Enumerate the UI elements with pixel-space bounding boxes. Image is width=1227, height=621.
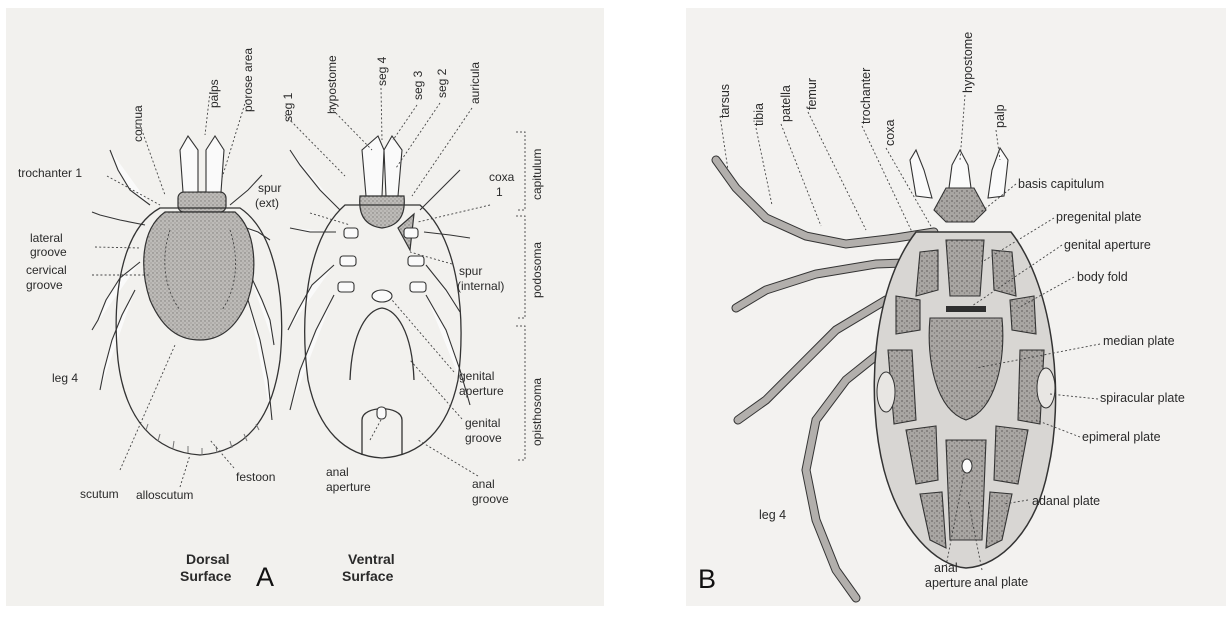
ventral-genital-aperture xyxy=(372,290,392,302)
label-scutum: scutum xyxy=(80,487,119,501)
label-genital-groove-1: genital xyxy=(465,416,500,430)
label-tarsus: tarsus xyxy=(718,84,732,118)
label-coxa-1-a: coxa xyxy=(489,170,515,184)
panel-b-letter: B xyxy=(698,564,716,595)
label-cervical-groove-1: cervical xyxy=(26,263,67,277)
body-region-brackets xyxy=(516,132,525,460)
label-lateral-groove-2: groove xyxy=(30,245,67,259)
ventral-tick-drawing xyxy=(288,136,470,458)
label-anal-groove-1: anal xyxy=(472,477,495,491)
label-spur-internal-2: (internal) xyxy=(457,279,504,293)
ventral-coxae xyxy=(338,228,426,292)
label-spur-ext-2: (ext) xyxy=(255,196,279,210)
label-spiracular-plate: spiracular plate xyxy=(1100,391,1185,405)
caption-dorsal-1: Dorsal xyxy=(186,551,230,567)
label-anal-aperture-b2: aperture xyxy=(925,576,972,590)
ventral-leg-1-left xyxy=(290,150,340,210)
dorsal-leg-2-left xyxy=(92,212,145,225)
label-basis-capitulum: basis capitulum xyxy=(1018,177,1104,191)
label-festoon: festoon xyxy=(236,470,275,484)
b-pregenital-plate xyxy=(946,240,984,296)
label-trochanter-1: trochanter 1 xyxy=(18,166,82,180)
dorsal-palp-left xyxy=(180,136,198,192)
label-podosoma: podosoma xyxy=(530,242,544,298)
label-spur-internal-1: spur xyxy=(459,264,482,278)
label-femur: femur xyxy=(805,78,819,110)
ventral-leg-2-left xyxy=(290,228,336,232)
label-anal-aperture-b1: anal xyxy=(934,561,958,575)
ventral-palp-right xyxy=(384,136,402,196)
dorsal-palp-right xyxy=(206,136,224,192)
label-opisthosoma: opisthosoma xyxy=(530,378,544,446)
label-tibia: tibia xyxy=(752,103,766,126)
b-body-fold xyxy=(946,306,986,312)
ventral-anal-aperture xyxy=(377,407,386,419)
label-alloscutum: alloscutum xyxy=(136,488,193,502)
label-palp: palp xyxy=(993,104,1007,128)
panel-a-dorsal-ventral: cornua palps porose area trochanter 1 la… xyxy=(0,0,612,621)
dorsal-basis-capitulum xyxy=(178,192,226,212)
label-anal-aperture-a2: aperture xyxy=(326,480,371,494)
label-genital-aperture-a1: genital xyxy=(459,369,494,383)
label-anal-aperture-a1: anal xyxy=(326,465,349,479)
label-seg-1: seg 1 xyxy=(281,92,295,122)
label-seg-2: seg 2 xyxy=(435,68,449,98)
label-hypostome-b: hypostome xyxy=(961,32,975,93)
ventral-genital-groove xyxy=(350,308,414,380)
panel-b-illustration: tarsus tibia patella femur trochanter co… xyxy=(616,0,1227,621)
caption-ventral-1: Ventral xyxy=(348,551,395,567)
label-seg-4: seg 4 xyxy=(375,56,389,86)
ventral-basis-capitulum xyxy=(360,196,405,228)
caption-dorsal-2: Surface xyxy=(180,568,232,584)
caption-ventral-2: Surface xyxy=(342,568,394,584)
ventral-palp-left xyxy=(362,136,384,196)
panel-a-illustration: cornua palps porose area trochanter 1 la… xyxy=(0,0,612,621)
label-patella: patella xyxy=(779,85,793,122)
label-body-fold: body fold xyxy=(1077,270,1128,284)
label-cornua: cornua xyxy=(131,105,145,142)
label-adanal-plate: adanal plate xyxy=(1032,494,1100,508)
b-spiracular-plate-right xyxy=(1037,368,1055,408)
label-porose-area: porose area xyxy=(241,48,255,112)
label-capitulum: capitulum xyxy=(530,149,544,200)
label-genital-aperture-a2: aperture xyxy=(459,384,504,398)
label-cervical-groove-2: groove xyxy=(26,278,63,292)
label-spur-ext-1: spur xyxy=(258,181,281,195)
label-trochanter: trochanter xyxy=(859,68,873,124)
ventral-body-outline xyxy=(305,205,461,458)
label-genital-groove-2: groove xyxy=(465,431,502,445)
label-anal-plate: anal plate xyxy=(974,575,1028,589)
label-genital-aperture-b: genital aperture xyxy=(1064,238,1151,252)
label-pregenital-plate: pregenital plate xyxy=(1056,210,1142,224)
label-coxa: coxa xyxy=(883,120,897,146)
b-anal-aperture xyxy=(962,459,972,473)
label-epimeral-plate: epimeral plate xyxy=(1082,430,1161,444)
panel-a-letter: A xyxy=(256,562,274,593)
label-lateral-groove-1: lateral xyxy=(30,231,63,245)
label-hypostome-a: hypostome xyxy=(325,55,339,114)
label-palps: palps xyxy=(207,79,221,108)
ventral-leg-2-right xyxy=(424,232,470,238)
label-leg-4: leg 4 xyxy=(52,371,78,385)
label-seg-3: seg 3 xyxy=(411,70,425,100)
dorsal-scutum xyxy=(144,212,254,340)
label-anal-groove-2: groove xyxy=(472,492,509,506)
ventral-leg-1-right xyxy=(420,170,460,210)
dorsal-tick-drawing xyxy=(92,136,282,455)
panel-b-ventral-detail: tarsus tibia patella femur trochanter co… xyxy=(616,0,1227,621)
label-coxa-1-b: 1 xyxy=(496,185,503,199)
b-anal-plate xyxy=(946,440,986,540)
ventral-leg-3-left xyxy=(288,265,334,330)
b-capitulum xyxy=(910,148,1008,222)
label-median-plate: median plate xyxy=(1103,334,1175,348)
b-spiracular-plate-left xyxy=(877,372,895,412)
label-auricula: auricula xyxy=(468,62,482,104)
label-leg-4-b: leg 4 xyxy=(759,508,786,522)
